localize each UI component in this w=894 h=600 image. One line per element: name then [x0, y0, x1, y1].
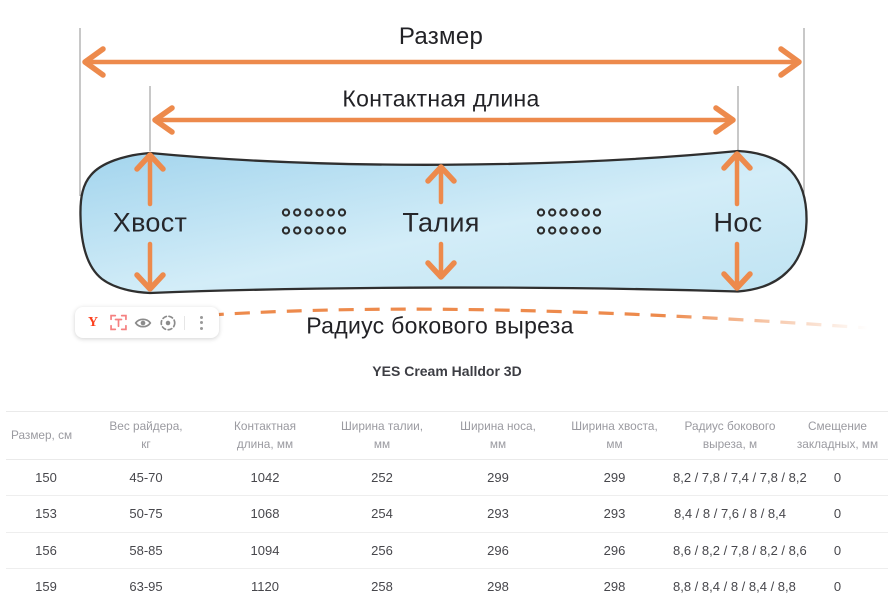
table-row: 159 63-95 1120 258 298 298 8,8 / 8,4 / 8 / 8,4… [6, 569, 888, 600]
column-header: Ширина талии, мм [340, 419, 424, 451]
waist-label: Талия [402, 207, 480, 238]
table-cell: 45-70 [129, 470, 163, 486]
size-label: Размер [398, 23, 484, 50]
column-header: Контактная длина, мм [234, 419, 296, 451]
table-cell: 256 [371, 542, 393, 558]
table-cell: 58-85 [129, 542, 163, 558]
product-title: YES Cream Halldor 3D [372, 363, 522, 379]
table-cell: 150 [35, 470, 57, 486]
table-cell: 159 [35, 579, 57, 595]
column-header: Смещение закладных, мм [796, 419, 879, 451]
table-cell: 63-95 [129, 579, 163, 595]
select-text-button[interactable] [109, 314, 127, 332]
table-cell: 8,6 / 8,2 / 7,8 / 8,2 / 8,6 [673, 542, 807, 558]
column-header: Ширина носа, мм [460, 419, 536, 451]
yandex-logo-icon: Y [87, 314, 99, 330]
select-text-icon [109, 314, 127, 331]
table-cell: 1094 [250, 542, 280, 558]
toolbar-divider [184, 315, 185, 330]
table-cell: 8,8 / 8,4 / 8 / 8,4 / 8,8 [673, 579, 796, 595]
table-cell: 298 [487, 579, 509, 595]
insert-dots-right [536, 208, 602, 235]
table-cell: 299 [487, 470, 509, 486]
table-cell: 0 [833, 542, 842, 558]
yandex-logo-button[interactable]: Y [84, 314, 102, 332]
table-row: 156 58-85 1094 256 296 296 8,6 / 8,2 / 7,8 / 8… [6, 533, 888, 569]
table-cell: 8,4 / 8 / 7,6 / 8 / 8,4 [673, 506, 787, 522]
table-cell: 50-75 [129, 506, 163, 522]
table-cell: 1042 [250, 470, 280, 486]
table-header-row: Размер, см Вес райдера, кг Контактная дл… [6, 412, 888, 460]
image-actions-toolbar: Y [75, 307, 219, 338]
table-row: 153 50-75 1068 254 293 293 8,4 / 8 / 7,6 / 8 /… [6, 496, 888, 533]
table-cell: 296 [487, 542, 509, 558]
board-outline [79, 149, 808, 295]
column-header: Радиус бокового выреза, м [684, 419, 776, 451]
table-cell: 254 [371, 506, 393, 522]
more-menu-icon [199, 315, 203, 330]
table-cell: 296 [603, 542, 626, 558]
table-cell: 1120 [251, 579, 279, 595]
spec-table: Размер, см Вес райдера, кг Контактная дл… [6, 411, 888, 600]
nose-arrow [721, 151, 753, 291]
table-cell: 8,2 / 7,8 / 7,4 / 7,8 / 8,2 [673, 470, 807, 486]
search-lens-icon [160, 314, 176, 331]
table-body: 150 45-70 1042 252 299 299 8,2 / 7,8 / 7,4 / 7… [6, 460, 888, 600]
table-cell: 0 [833, 579, 842, 595]
tail-arrow [134, 152, 166, 292]
size-arrow [82, 46, 802, 78]
table-row: 150 45-70 1042 252 299 299 8,2 / 7,8 / 7,4 / 7… [6, 460, 888, 497]
table-cell: 293 [487, 506, 509, 522]
table-cell: 0 [833, 506, 842, 522]
eye-icon [134, 317, 152, 328]
table-cell: 252 [371, 470, 393, 486]
contact-length-arrow [152, 105, 736, 135]
column-header: Размер, см [11, 427, 73, 442]
table-cell: 299 [603, 470, 626, 486]
snowboard-diagram [79, 28, 869, 330]
more-menu-button[interactable] [192, 314, 210, 332]
waist-arrow [425, 164, 457, 280]
table-cell: 298 [603, 579, 626, 595]
table-cell: 153 [35, 506, 57, 522]
table-cell: 0 [833, 470, 842, 486]
table-cell: 293 [603, 506, 626, 522]
insert-dots-left [281, 208, 347, 235]
table-cell: 1068 [250, 506, 280, 522]
sidecut-curve [182, 307, 869, 330]
nose-label: Нос [713, 207, 763, 238]
column-header: Вес райдера, кг [109, 419, 183, 451]
column-header: Ширина хвоста, мм [571, 419, 658, 451]
tail-label: Хвост [112, 207, 188, 238]
sidecut-radius-label: Радиус бокового выреза [306, 312, 574, 339]
search-by-image-button[interactable] [159, 314, 177, 332]
eye-button[interactable] [134, 314, 152, 332]
contact-length-label: Контактная длина [342, 85, 540, 112]
table-cell: 156 [35, 542, 57, 558]
table-cell: 258 [371, 579, 393, 595]
